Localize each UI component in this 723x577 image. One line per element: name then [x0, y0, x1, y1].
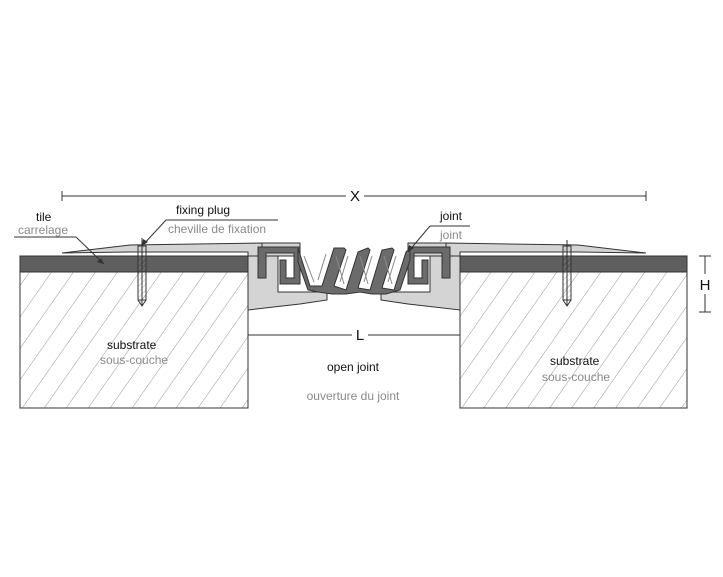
open-joint-label: open joint [327, 360, 380, 374]
joint-insert [257, 246, 451, 295]
joint-label: joint [439, 209, 463, 223]
dimension-x-label: X [350, 188, 360, 205]
leader-tile: tile carrelage [14, 210, 105, 265]
open-joint-label-fr: ouverture du joint [307, 389, 400, 403]
substrate-right [459, 271, 688, 409]
leader-fixing-plug: fixing plug cheville de fixation [141, 203, 278, 247]
dimension-h-label: H [700, 277, 711, 294]
dimension-x: X [61, 188, 647, 205]
dimension-l-label: L [356, 327, 364, 344]
substrate-left [19, 271, 249, 409]
fixing-plug-left [137, 238, 147, 307]
substrate-right-label: substrate [550, 354, 600, 368]
tile-left [19, 255, 249, 273]
tile-label: tile [36, 210, 52, 224]
leader-joint: joint joint [407, 209, 470, 253]
tile-label-fr: carrelage [18, 223, 68, 237]
tile-right [459, 255, 688, 273]
joint-label-fr: joint [439, 228, 463, 242]
profile-right [380, 242, 647, 311]
dimension-l: L [248, 327, 460, 344]
fixing-plug-label: fixing plug [176, 203, 230, 217]
dimension-h: H [699, 255, 711, 313]
fixing-plug-label-fr: cheville de fixation [168, 222, 266, 236]
fixing-plug-right [562, 240, 572, 307]
substrate-left-label: substrate [107, 338, 157, 352]
substrate-left-label-fr: sous-couche [100, 353, 168, 367]
substrate-right-label-fr: sous-couche [542, 370, 610, 384]
